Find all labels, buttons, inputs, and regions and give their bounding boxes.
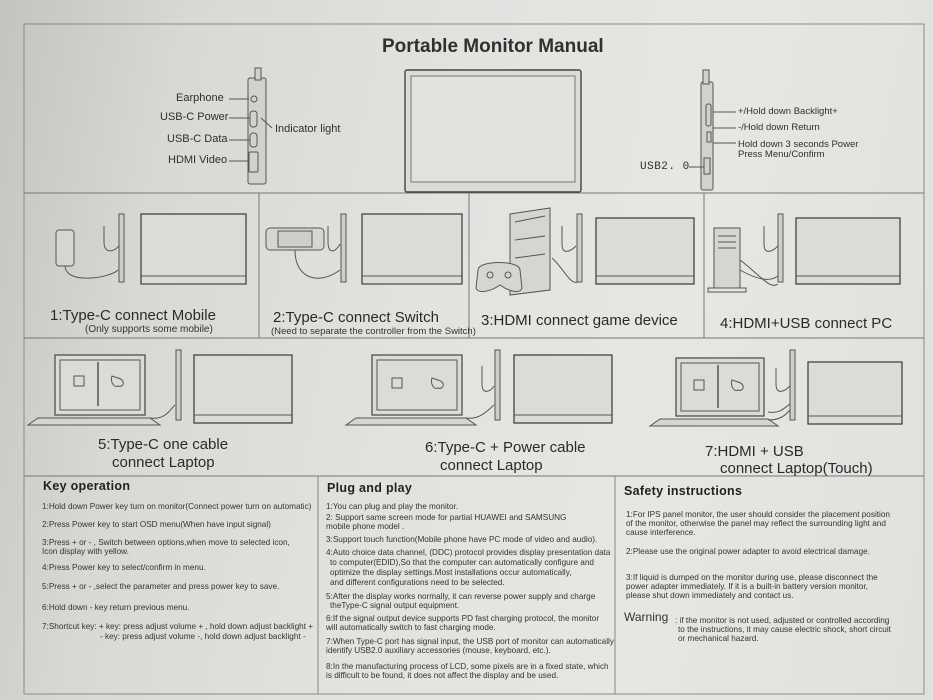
- key-operation-item-5: 5:Press + or - ,select the parameter and…: [42, 582, 280, 591]
- switch-connection-illustration: [265, 213, 463, 285]
- caption-hdmi-usb-laptop-line2: connect Laptop(Touch): [720, 460, 873, 477]
- laptop-hdmi-usb-illustration: [648, 349, 903, 427]
- subcaption-type-c-switch: (Need to separate the controller from th…: [271, 326, 476, 337]
- warning-label: Warning: [624, 610, 669, 624]
- safety-item-3-cont-2: please shut down immediately and contact…: [626, 591, 794, 600]
- usb-port-label: USB2. 0: [640, 161, 690, 173]
- subcaption-type-c-mobile: (Only supports some mobile): [85, 324, 213, 335]
- monitor-side-right-illustration: [689, 69, 736, 191]
- plug-item-4: 4:Auto choice data channel, (DDC) protoc…: [326, 548, 611, 557]
- port-label-usbc-power: USB-C Power: [160, 111, 229, 123]
- key-operation-item-3-cont: Icon display with yellow.: [42, 547, 129, 556]
- warning-text-2: to the instructions, it may cause electr…: [678, 625, 891, 634]
- mobile-connection-illustration: [55, 213, 247, 285]
- game-device-connection-illustration: [475, 207, 695, 296]
- control-label-power: Hold down 3 seconds Power: [738, 139, 859, 150]
- plug-item-3: 3:Support touch function(Mobile phone ha…: [326, 535, 598, 544]
- caption-type-c-laptop-line1: 5:Type-C one cable: [98, 436, 229, 453]
- port-label-usbc-data: USB-C Data: [167, 133, 228, 145]
- plug-and-play-heading: Plug and play: [327, 481, 413, 495]
- control-label-menu: Press Menu/Confirm: [738, 149, 825, 160]
- monitor-front-illustration: [404, 69, 582, 193]
- caption-type-c-laptop-line2: connect Laptop: [112, 454, 215, 471]
- manual-title: Portable Monitor Manual: [382, 36, 604, 57]
- key-operation-item-7: 7:Shortcut key: + key: press adjust volu…: [42, 622, 314, 631]
- safety-heading: Safety instructions: [624, 484, 743, 498]
- plug-item-6: 6:If the signal output device supports P…: [326, 614, 600, 623]
- key-operation-item-6: 6:Hold down - key return previous menu.: [42, 603, 190, 612]
- control-label-plus: +/Hold down Backlight+: [738, 106, 838, 117]
- safety-item-3: 3:If liquid is dumped on the monitor dur…: [626, 573, 878, 582]
- pc-connection-illustration: [707, 213, 901, 293]
- plug-item-4-cont-3: and different configurations need to be …: [330, 578, 505, 587]
- key-operation-item-3: 3:Press + or - , Switch between options,…: [42, 538, 290, 547]
- key-operation-item-1: 1:Hold down Power key turn on monitor(Co…: [42, 502, 312, 511]
- plug-item-6-cont: will automatically switch to fast chargi…: [326, 623, 496, 632]
- plug-item-4-cont-1: to computer(EDID),So that the computer c…: [330, 558, 594, 567]
- plug-item-7: 7:When Type-C port has signal input, the…: [326, 637, 614, 646]
- control-label-minus: -/Hold down Return: [738, 122, 820, 133]
- key-operation-item-7-cont: - key: press adjust volume -, hold down …: [100, 632, 306, 641]
- safety-item-1: 1:For IPS panel monitor, the user should…: [626, 510, 890, 519]
- plug-item-7-cont: identify USB2.0 auxiliary accessories (m…: [326, 646, 551, 655]
- key-operation-item-4: 4:Press Power key to select/confirm in m…: [42, 563, 206, 572]
- caption-power-cable-laptop-line1: 6:Type-C + Power cable: [425, 439, 586, 456]
- plug-item-8-cont: is difficult to be found, it does not af…: [326, 671, 559, 680]
- indicator-light-label: Indicator light: [275, 123, 341, 135]
- caption-hdmi-game-device: 3:HDMI connect game device: [481, 312, 678, 329]
- monitor-side-left-illustration: [229, 67, 273, 185]
- caption-type-c-mobile: 1:Type-C connect Mobile: [50, 307, 216, 324]
- caption-type-c-switch: 2:Type-C connect Switch: [273, 309, 439, 326]
- port-label-earphone: Earphone: [176, 92, 224, 104]
- plug-item-2-cont: mobile phone model .: [326, 522, 405, 531]
- plug-item-1: 1:You can plug and play the monitor.: [326, 502, 459, 511]
- warning-text-1: : if the monitor is not used, adjusted o…: [675, 616, 890, 625]
- port-label-hdmi-video: HDMI Video: [168, 154, 228, 166]
- key-operation-heading: Key operation: [43, 479, 131, 493]
- plug-item-5: 5:After the display works normally, it c…: [326, 592, 596, 601]
- laptop-power-cable-illustration: [344, 349, 613, 426]
- laptop-one-cable-illustration: [26, 349, 293, 426]
- warning-text-3: or mechanical hazard.: [678, 634, 759, 643]
- caption-power-cable-laptop-line2: connect Laptop: [440, 457, 543, 474]
- plug-item-8: 8:In the manufacturing process of LCD, s…: [326, 662, 609, 671]
- plug-item-4-cont-2: optimize the display settings.Most insta…: [330, 568, 572, 577]
- plug-item-5-cont: theType-C signal output equipment.: [330, 601, 460, 610]
- caption-hdmi-usb-pc: 4:HDMI+USB connect PC: [720, 315, 893, 332]
- safety-item-1-cont-2: cause interference.: [626, 528, 696, 537]
- key-operation-item-2: 2:Press Power key to start OSD menu(When…: [42, 520, 271, 529]
- caption-hdmi-usb-laptop-line1: 7:HDMI + USB: [705, 443, 804, 460]
- plug-item-2: 2: Support same screen mode for partial …: [326, 513, 567, 522]
- safety-item-1-cont-1: of the monitor, otherwise the panel may …: [626, 519, 886, 528]
- safety-item-3-cont-1: power adapter immediately. If it is a bu…: [626, 582, 868, 591]
- manual-frame: [23, 23, 925, 695]
- safety-item-2: 2:Please use the original power adapter …: [626, 547, 870, 556]
